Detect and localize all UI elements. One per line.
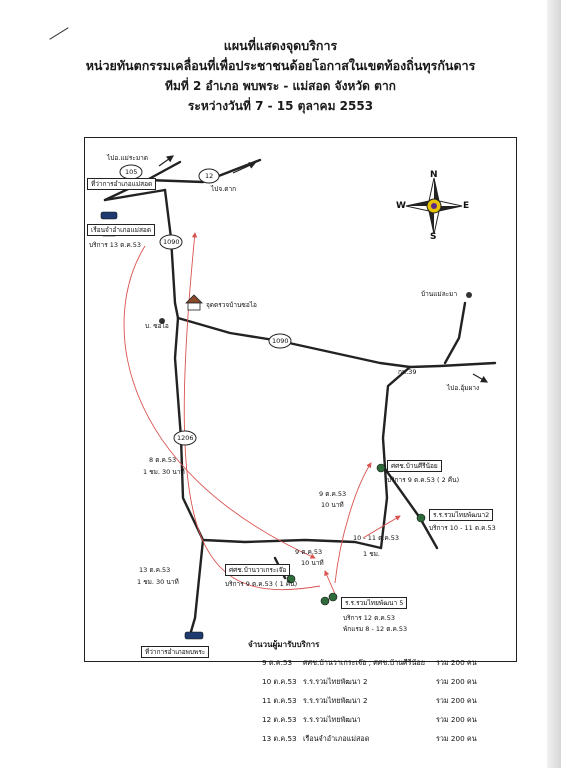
arrow-tak	[232, 162, 257, 174]
summary-place: ศศช.บ้านวาเกระเจ๊อ , ศศช.บ้านศีรีน้อย	[303, 658, 425, 667]
road-1206-marker	[173, 430, 197, 446]
map-drawing	[100, 155, 497, 640]
compass-w: W	[396, 201, 406, 211]
road-1206-label: 1206	[177, 434, 194, 442]
summary-total: รวม 200 คน	[436, 658, 477, 667]
date-range: ระหว่างวันที่ 7 - 15 ตุลาคม 2553	[187, 99, 374, 113]
direction-umphang: ไปอ.อุ้มผาง	[447, 384, 480, 392]
site-ruamthai5-icon-a	[320, 596, 330, 606]
arrow-umphang	[472, 373, 489, 383]
site-srisrinoi-icon	[376, 463, 386, 473]
road-1090-label-a: 1090	[163, 238, 180, 246]
road-south	[188, 538, 205, 637]
label-wakerchor: ศศช.บ้านวาเกระเจ๊อ	[225, 564, 291, 576]
checkpoint-icon	[185, 294, 203, 311]
team-line: ทีมที่ 2 อำเภอ พบพระ - แม่สอด จังหวัด ตา…	[165, 79, 396, 93]
summary-total: รวม 200 คน	[436, 734, 477, 743]
header: แผนที่แสดงจุดบริการ หน่วยทันตกรรมเคลื่อน…	[0, 36, 561, 116]
map-subtitle: หน่วยทันตกรรมเคลื่อนที่เพื่อประชาชนด้อยโ…	[85, 58, 476, 73]
site-ruamthai5-icon-b	[328, 592, 338, 602]
label-maesot-office: ที่ว่าการอำเภอแม่สอด	[87, 178, 157, 190]
direction-maeramat: ไปอ.แม่ระมาด	[107, 154, 148, 162]
summary-total: รวม 200 คน	[436, 715, 477, 724]
note-prison: บริการ 13 ต.ค.53	[89, 241, 142, 249]
note-ruamthai2: บริการ 10 - 11 ต.ค.53	[429, 524, 496, 532]
maesot-office-icon	[100, 211, 118, 220]
road-1206	[173, 316, 383, 550]
summary-date: 11 ต.ค.53	[262, 696, 297, 705]
village-maelama-icon	[466, 292, 472, 298]
route-9-oct-b	[324, 570, 336, 595]
note-wakerchor: บริการ 9 ต.ค.53 ( 1 คืน)	[225, 580, 298, 588]
summary-total: รวม 200 คน	[436, 696, 477, 705]
route-9b-time: 10 นาที	[301, 559, 324, 567]
direction-tak: ไปจ.ตาก	[211, 185, 237, 193]
route-13-date: 13 ต.ค.53	[139, 566, 171, 574]
label-ruamthai5: ร.ร.รวมไทยพัฒนา 5	[341, 597, 408, 609]
road-1090-marker-a	[159, 234, 183, 250]
note-srisrinoi: บริการ 9 ต.ค.53 ( 2 คืน)	[387, 476, 460, 484]
road-to-maeramat	[145, 160, 182, 182]
road-east-branch	[379, 365, 412, 550]
page-edge	[547, 0, 561, 768]
road-12-marker	[198, 168, 220, 184]
village-sohai-icon	[159, 318, 165, 324]
label-ruamthai2: ร.ร.รวมไทยพัฒนา2	[429, 509, 494, 521]
route-9b-date: 9 ต.ค.53	[295, 548, 323, 556]
route-9-oct-a	[334, 462, 372, 584]
note-ruamthai5: บริการ 12 ต.ค.53	[343, 614, 396, 622]
summary-place: ร.ร.รวมไทยพัฒนา	[303, 715, 361, 724]
route-8-date: 8 ต.ค.53	[149, 456, 177, 464]
road-1090-label-b: 1090	[272, 337, 289, 345]
summary-title: จำนวนผู้มารับบริการ	[248, 640, 320, 649]
summary-place: ร.ร.รวมไทยพัฒนา 2	[303, 696, 368, 705]
arrow-maeramat	[158, 155, 174, 167]
route-8-oct	[123, 245, 316, 559]
label-maelama: บ้านแม่ละมา	[421, 290, 458, 298]
road-1090-south	[163, 188, 180, 320]
compass-s: S	[430, 232, 437, 242]
phopphra-office-icon	[184, 631, 204, 640]
summary-total: รวม 200 คน	[436, 677, 477, 686]
summary-place: ร.ร.รวมไทยพัฒนา 2	[303, 677, 368, 686]
summary-date: 13 ต.ค.53	[262, 734, 297, 743]
route-13-oct	[183, 232, 321, 591]
summary-date: 12 ต.ค.53	[262, 715, 297, 724]
label-srisrinoi: ศศช.บ้านศีรีน้อย	[387, 460, 442, 472]
site-wakerchor-icon	[286, 574, 296, 584]
label-ban-sohai: บ. ซอไอ	[145, 322, 169, 330]
label-checkpoint: จุดตรวจบ้านซอไอ	[206, 301, 257, 309]
km-marker: กม.39	[398, 368, 417, 376]
note-rest: พักแรม 8 - 12 ต.ค.53	[343, 625, 408, 633]
route-9a-date: 9 ต.ค.53	[319, 490, 347, 498]
compass-rose	[405, 177, 463, 235]
road-main-north	[103, 188, 167, 202]
compass-n: N	[430, 170, 438, 180]
summary-date: 10 ต.ค.53	[262, 677, 297, 686]
label-maesot-prison: เรือนจำอำเภอแม่สอด	[87, 224, 156, 236]
route-10-oct	[362, 515, 401, 539]
route-8-time: 1 ชม. 30 นาที	[143, 468, 185, 476]
road-12-label: 12	[205, 172, 214, 180]
map-title: แผนที่แสดงจุดบริการ	[223, 38, 338, 53]
road-1090-marker-b	[268, 333, 292, 349]
map-frame: N S E W ไปอ.แม่ระมาด ไปจ.ตาก ไปอ.อุ้มผาง…	[84, 137, 517, 662]
route-13-time: 1 ชม. 30 นาที	[137, 578, 179, 586]
compass-e: E	[463, 201, 470, 211]
road-1090-east	[176, 316, 497, 369]
route-10-date: 10 - 11 ต.ค.53	[353, 534, 400, 542]
summary-place: เรือนจำอำเภอแม่สอด	[303, 734, 370, 743]
route-10-time: 1 ชม.	[363, 550, 380, 558]
road-105-label: 105	[125, 168, 138, 176]
label-phopphra-office: ที่ว่าการอำเภอพบพระ	[141, 646, 210, 658]
site-ruamthai2-icon	[416, 513, 426, 523]
road-to-maelama	[443, 301, 467, 365]
route-9a-time: 10 นาที	[321, 501, 344, 509]
summary-date: 9 ต.ค.53	[262, 658, 293, 667]
